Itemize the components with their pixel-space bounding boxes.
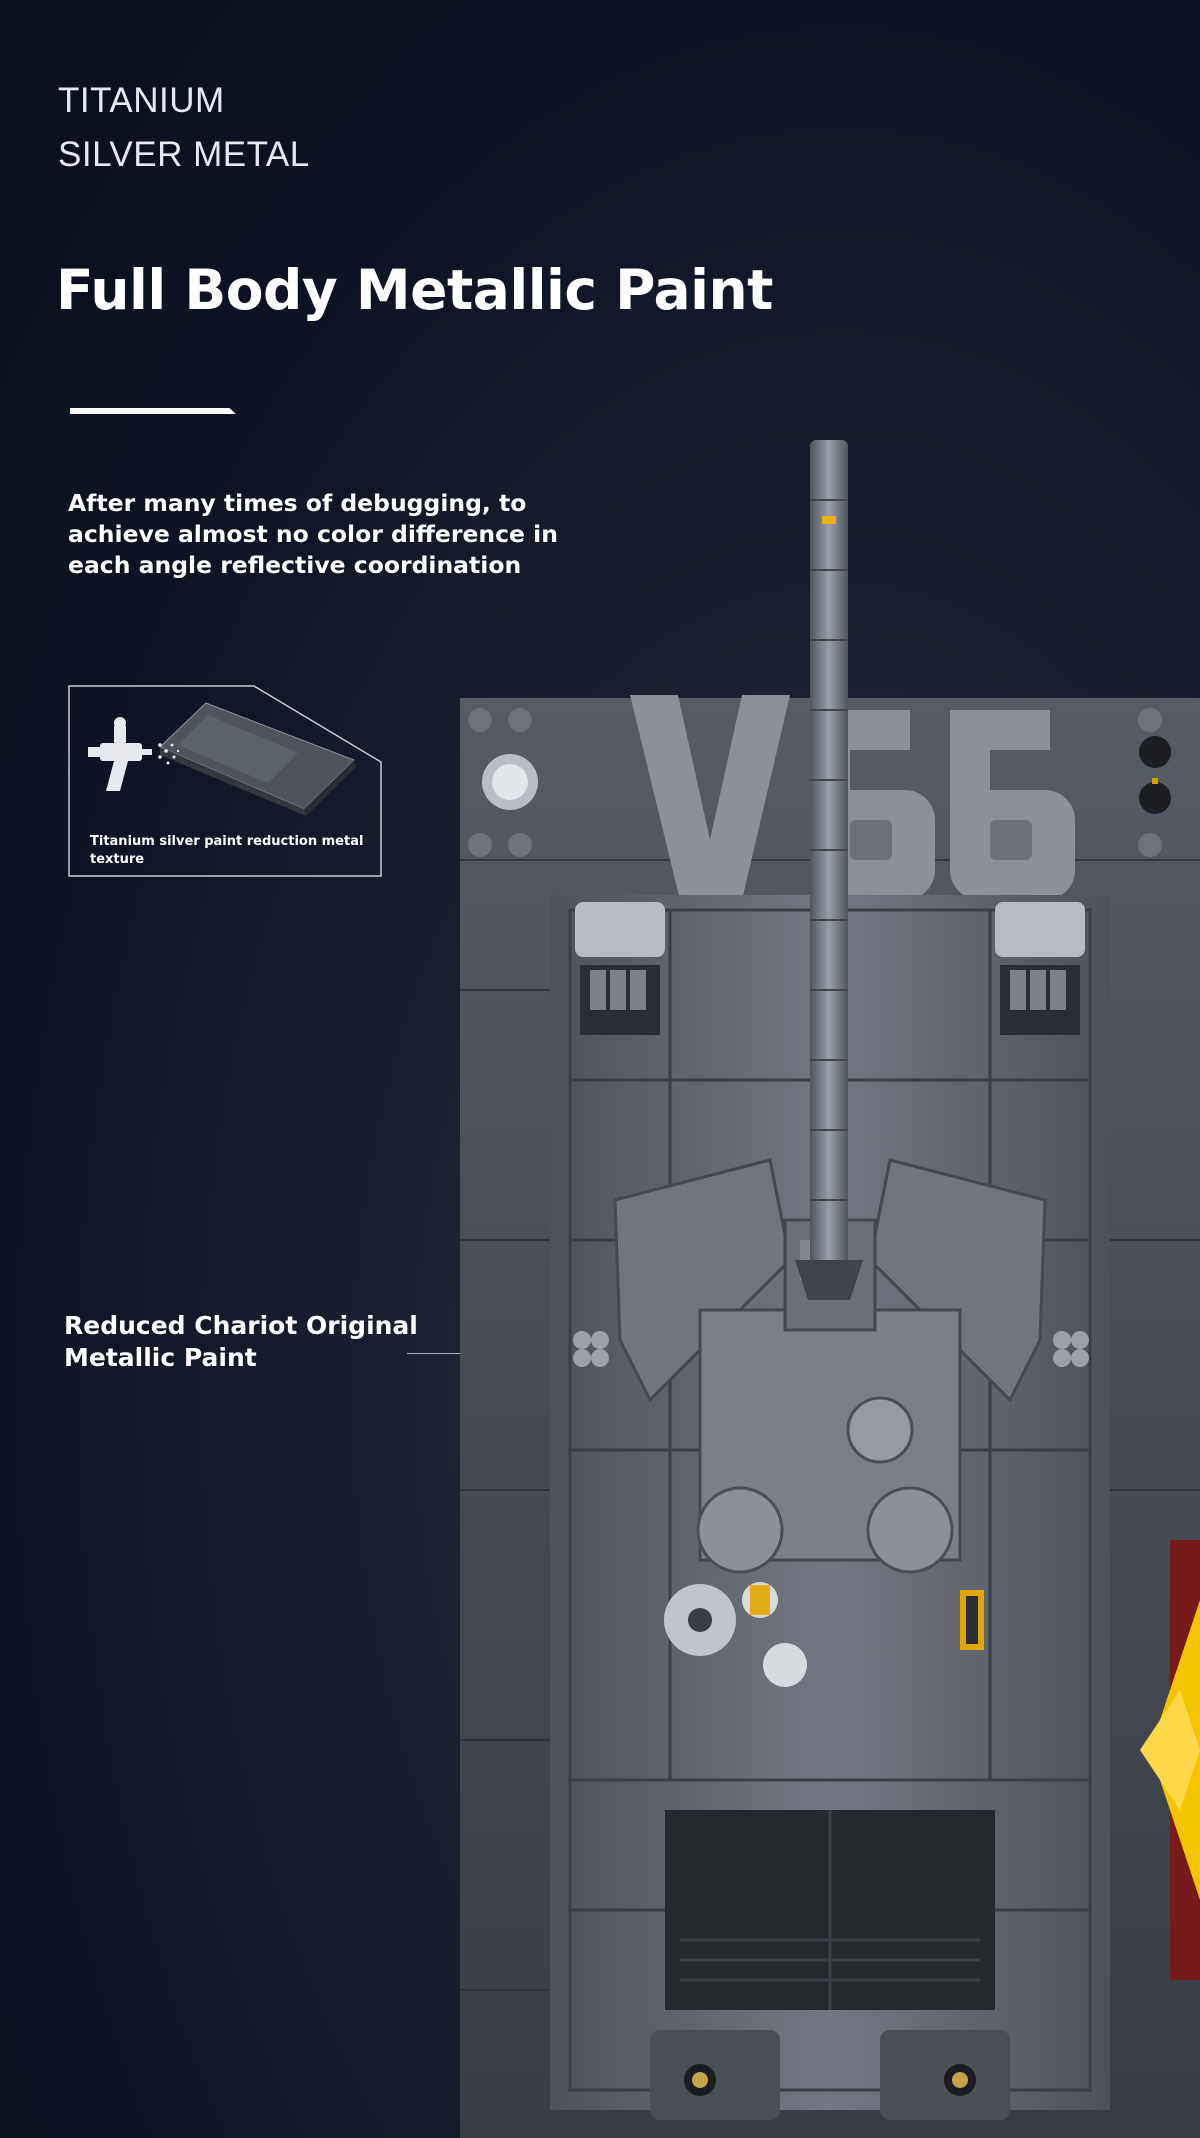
callout-label: Reduced Chariot Original Metallic Paint (64, 1310, 424, 1374)
feature-caption: Titanium silver paint reduction metal te… (90, 834, 364, 867)
feature-box-frame (68, 685, 382, 877)
callout-line-1: Reduced Chariot Original (64, 1311, 418, 1340)
description: After many times of debugging, to achiev… (68, 489, 558, 579)
spray-gun-icon (88, 717, 180, 791)
page-title: Full Body Metallic Paint (56, 258, 773, 322)
eyebrow-line-1: TITANIUM (58, 81, 225, 120)
callout-line-2: Metallic Paint (64, 1343, 257, 1372)
title-underline (70, 408, 236, 414)
feature-box: Titanium silver paint reduction metal te… (68, 685, 382, 877)
tank-model-image (460, 440, 1200, 2138)
eyebrow-line-2: SILVER METAL (58, 135, 310, 174)
eyebrow: TITANIUM SILVER METAL (58, 74, 310, 182)
